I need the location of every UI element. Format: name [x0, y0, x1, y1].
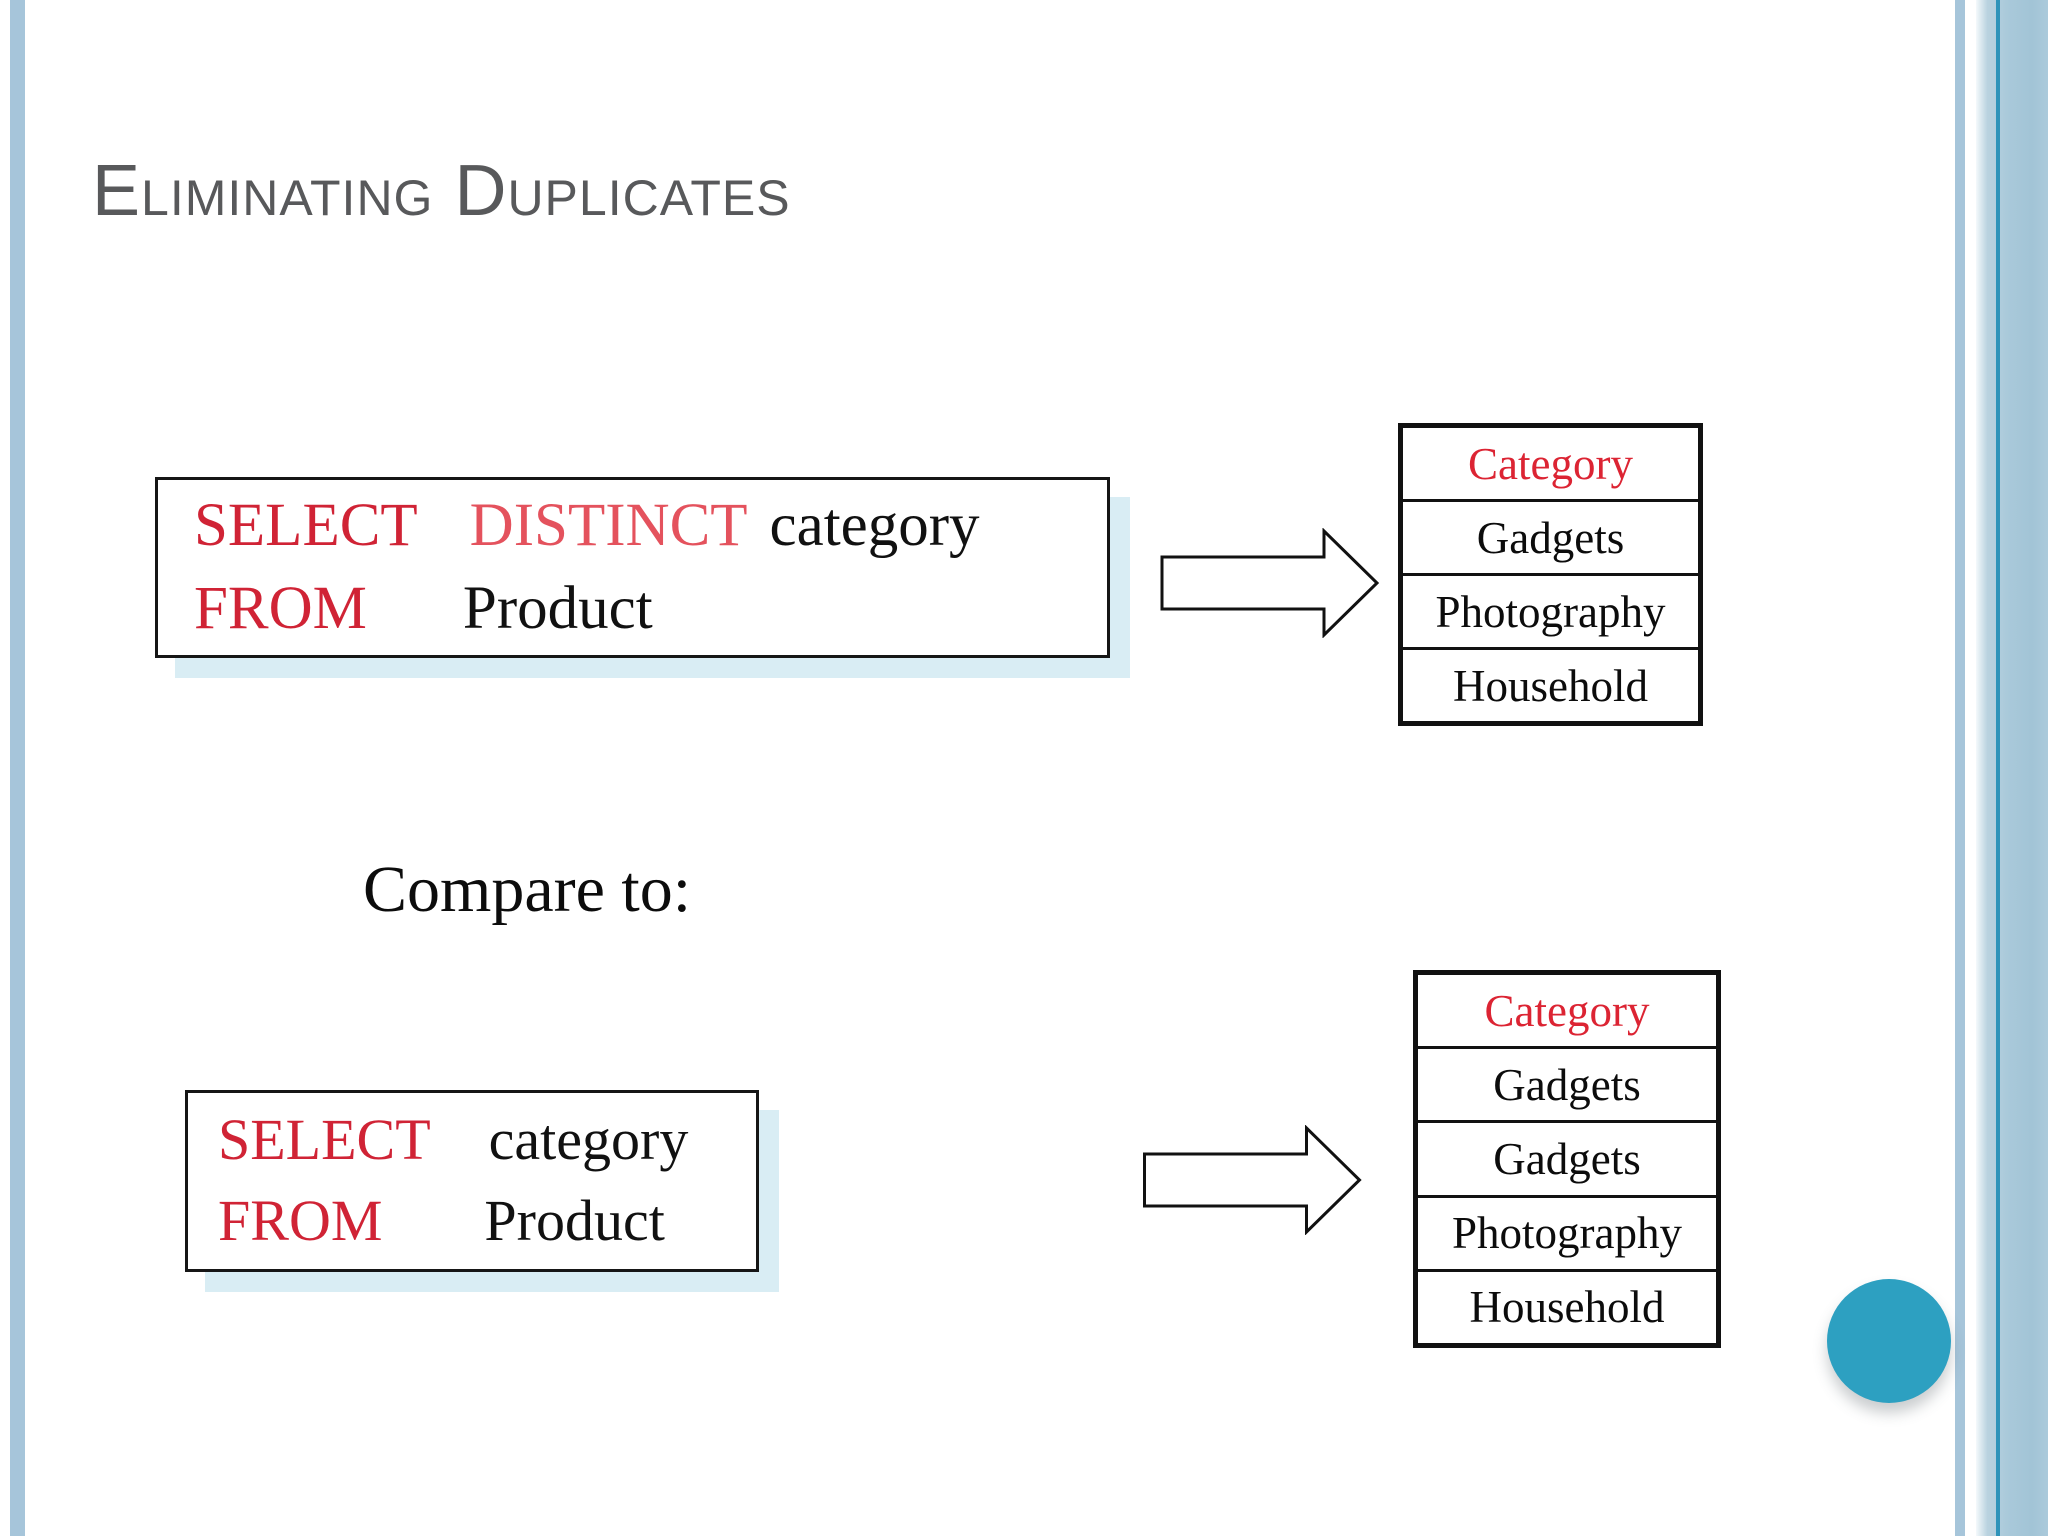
query-box-distinct: SELECT DISTINCT category FROM Product [155, 477, 1110, 658]
sql-keyword-select: SELECT [194, 492, 418, 559]
sql-line: SELECT DISTINCT category [194, 484, 1107, 567]
table-cell: Household [1418, 1268, 1716, 1343]
table-cell: Gadgets [1403, 499, 1698, 573]
sql-keyword-from: FROM [194, 575, 367, 642]
sql-line: FROM Product [218, 1180, 756, 1261]
query-box-plain: SELECT category FROM Product [185, 1090, 759, 1272]
sql-table-name: Product [462, 575, 653, 642]
result-table-plain: Category Gadgets Gadgets Photography Hou… [1413, 970, 1721, 1348]
sql-keyword-from: FROM [218, 1188, 383, 1253]
sql-line: FROM Product [194, 567, 1107, 650]
right-arrow-icon [1143, 1125, 1362, 1235]
sql-table-name: Product [484, 1188, 665, 1253]
sql-column-name: category [769, 492, 980, 559]
right-edge-accent-line [1996, 0, 2000, 1536]
right-edge-thin-stripe [1955, 0, 1965, 1536]
right-edge-band [1976, 0, 2048, 1536]
compare-label: Compare to: [363, 853, 692, 926]
table-header-cell: Category [1468, 438, 1633, 489]
result-table-distinct: Category Gadgets Photography Household [1398, 423, 1703, 726]
table-cell: Photography [1418, 1194, 1716, 1269]
table-cell: Gadgets [1418, 1046, 1716, 1120]
right-arrow-icon [1160, 528, 1380, 638]
table-cell: Household [1403, 647, 1698, 721]
table-cell: Photography [1403, 573, 1698, 647]
sql-keyword-distinct: DISTINCT [469, 492, 748, 559]
table-cell: Gadgets [1418, 1120, 1716, 1194]
sql-line: SELECT category [218, 1099, 756, 1180]
page-title: Eliminating Duplicates [92, 151, 791, 231]
sql-column-name: category [488, 1107, 689, 1172]
sql-keyword-select: SELECT [218, 1107, 431, 1172]
left-edge-stripe [10, 0, 25, 1536]
table-header-cell: Category [1484, 985, 1650, 1036]
circle-decoration [1827, 1279, 1951, 1403]
